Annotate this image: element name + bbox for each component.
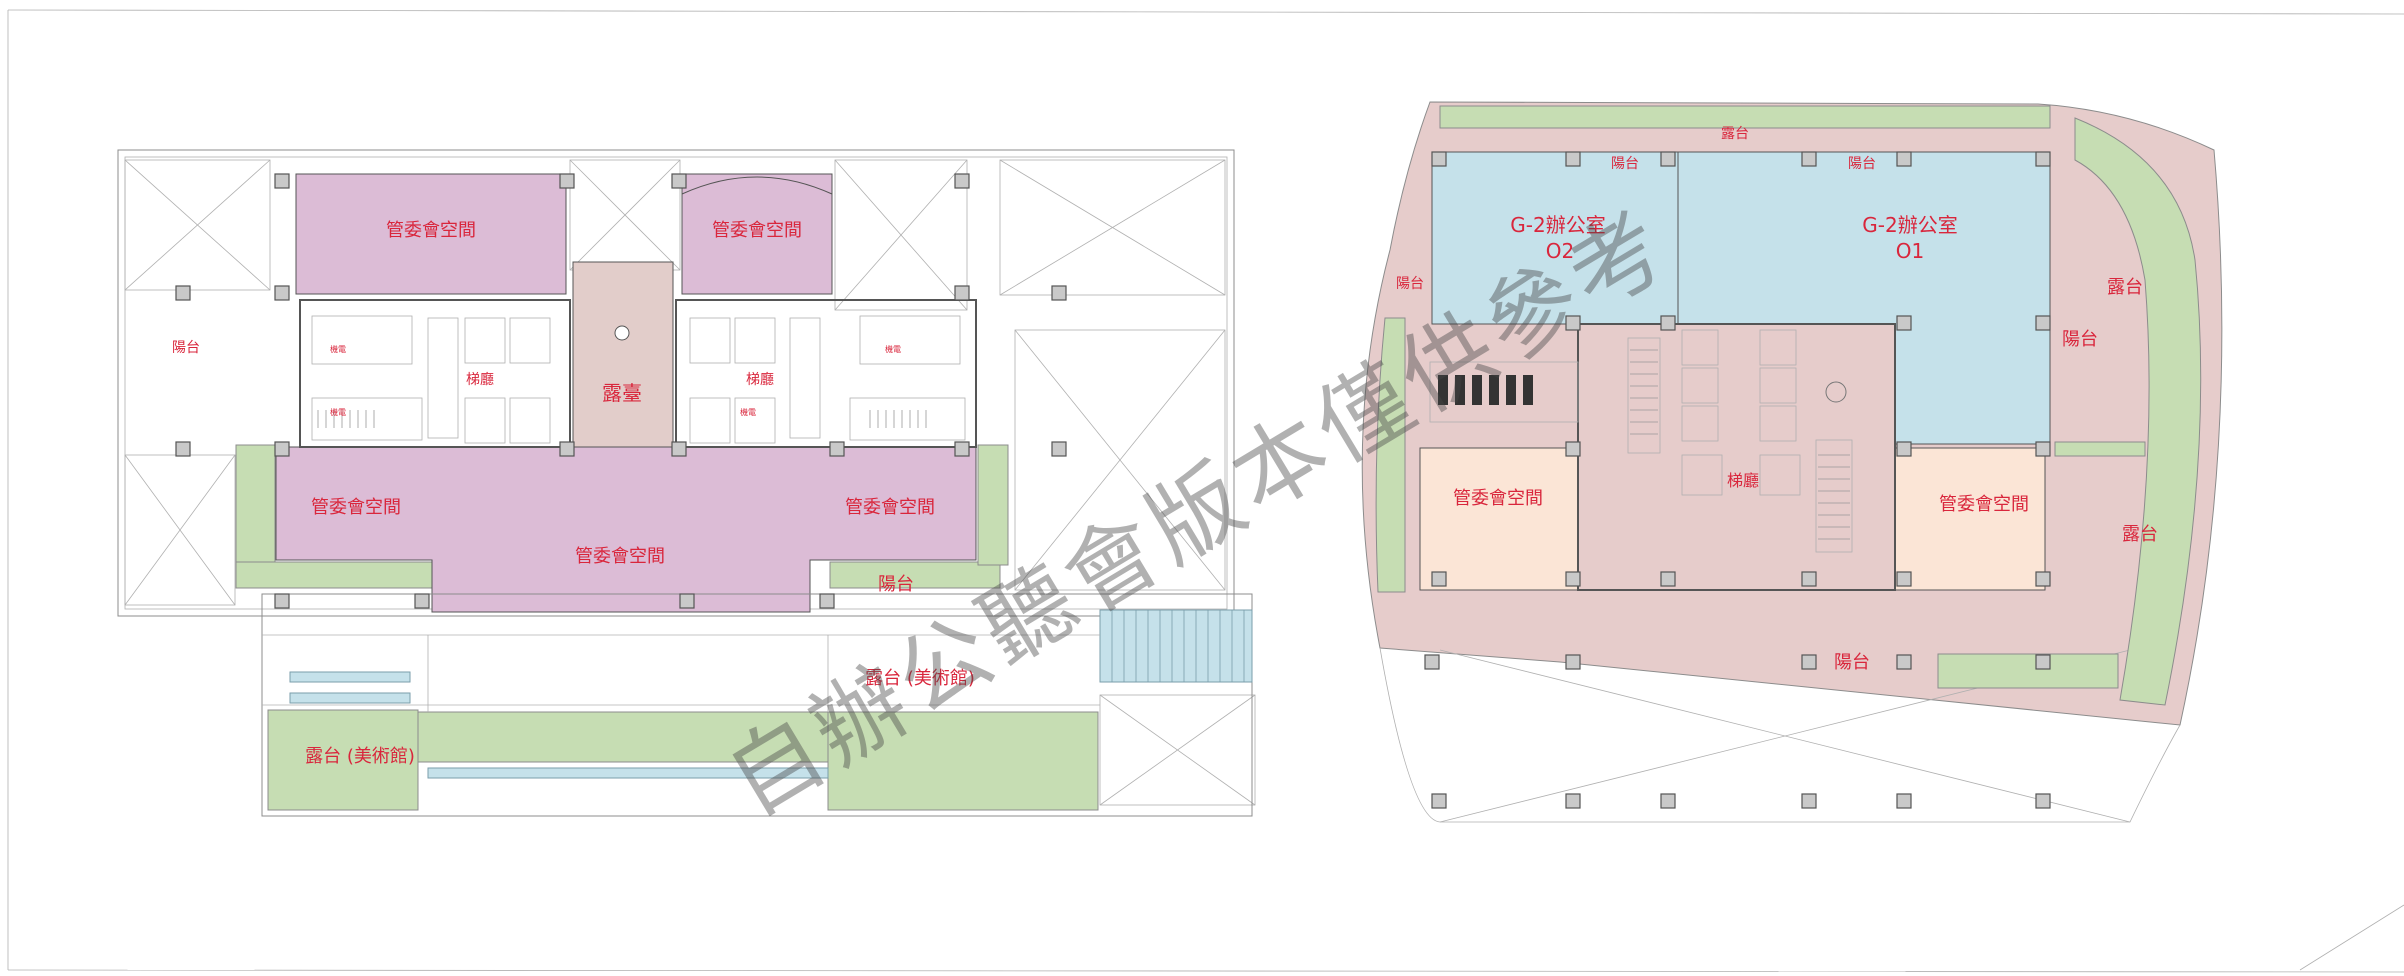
left-core [299, 299, 571, 448]
office-o2 [1431, 151, 1679, 325]
label-balcony-right: 陽台 [2062, 329, 2098, 350]
label-lobby: 梯廳 [1727, 471, 1759, 490]
label-balcony-bottom: 陽台 [878, 574, 914, 595]
label-mgmt-left: 管委會空間 [1453, 488, 1543, 509]
label-lobby-right: 梯廳 [746, 371, 774, 388]
label-balcony-left: 陽台 [1396, 276, 1424, 292]
left-columns [175, 173, 1067, 609]
label-art-terrace-right: 露台 (美術館) [865, 668, 975, 689]
svg-text:機電: 機電 [740, 407, 756, 417]
label-terrace-top: 露台 [1721, 126, 1749, 142]
center-terrace [572, 261, 674, 448]
label-mgmt-center-bottom: 管委會空間 [575, 546, 665, 567]
label-art-terrace-left: 露台 (美術館) [305, 746, 415, 767]
mgmt-room-top-right [681, 173, 833, 295]
label-mgmt-top-right: 管委會空間 [712, 220, 802, 241]
museum-block [261, 593, 1253, 817]
label-balcony-bottom: 陽台 [1834, 652, 1870, 673]
label-mgmt-mid-left: 管委會空間 [311, 497, 401, 518]
mgmt-room-top-left [295, 173, 567, 295]
green-terrace-strip [235, 561, 435, 589]
mgmt-room-bottom [275, 446, 977, 613]
label-mgmt-mid-right: 管委會空間 [845, 497, 935, 518]
sheet-border [7, 9, 2404, 973]
label-mgmt-top-left: 管委會空間 [386, 220, 476, 241]
label-balcony-top-right: 陽台 [1848, 156, 1876, 172]
label-terrace-center: 露臺 [602, 381, 642, 405]
right-core-detail [1429, 323, 1896, 591]
svg-text:機電: 機電 [885, 344, 901, 354]
mgmt-room-left [1419, 447, 1579, 591]
label-lobby-left: 梯廳 [466, 371, 494, 388]
label-balcony-top-left: 陽台 [1611, 156, 1639, 172]
mgmt-room-right [1894, 447, 2046, 591]
label-terrace-right-bottom: 露台 [2122, 524, 2158, 545]
right-columns [1424, 151, 2051, 809]
label-balcony-left: 陽台 [172, 340, 200, 356]
svg-text:機電: 機電 [330, 344, 346, 354]
right-core [675, 299, 977, 448]
svg-text:機電: 機電 [330, 407, 346, 417]
label-terrace-right-top: 露台 [2107, 277, 2143, 298]
label-mgmt-right: 管委會空間 [1939, 494, 2029, 515]
green-terrace-right [829, 561, 1001, 589]
green-strip-right [2074, 117, 2202, 706]
